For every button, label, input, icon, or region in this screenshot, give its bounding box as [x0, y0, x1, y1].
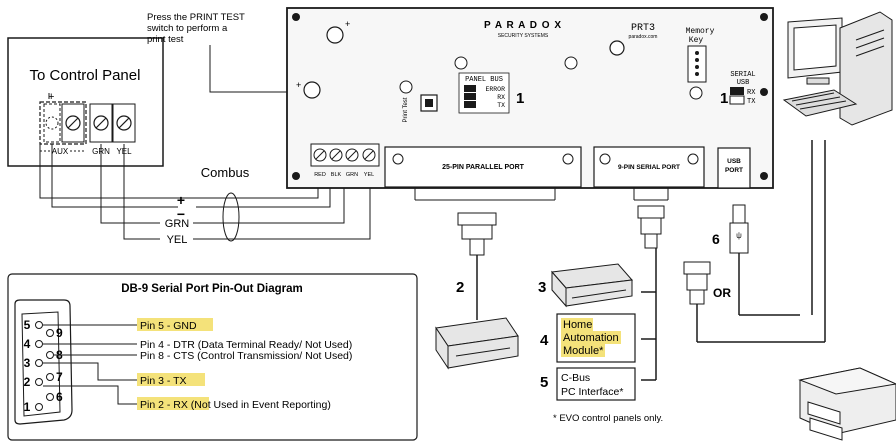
- brand-name: P A R A D O X: [484, 20, 562, 31]
- panel-bus-title: PANEL BUS: [465, 76, 503, 84]
- terminal-red: RED: [314, 172, 326, 178]
- serial-rx-label: RX: [747, 89, 756, 97]
- callout-6: 6: [712, 231, 720, 247]
- ham-line-3: Module*: [563, 345, 604, 357]
- db9-pin-2: 2: [24, 375, 31, 389]
- pin-2-note: (Not Used in Event Reporting): [188, 399, 331, 411]
- cbus-interface: C-Bus PC Interface*: [556, 367, 636, 401]
- combus-terminal-block: [310, 143, 380, 167]
- combus-minus: −: [177, 206, 185, 222]
- callout-1-panel-bus: 1: [516, 90, 524, 107]
- db9-pin-5: 5: [24, 318, 31, 332]
- note-line-2: switch to perform a: [147, 23, 228, 34]
- parallel-cable: [414, 188, 556, 320]
- callout-1-serial: 1: [720, 90, 728, 107]
- usb-port-label-1: USB: [727, 158, 741, 165]
- db9-pin-3: 3: [24, 356, 31, 370]
- combus-plus: +: [177, 192, 185, 208]
- ham-line-2: Automation: [563, 332, 619, 344]
- db9-pin-1: 1: [24, 400, 31, 414]
- aux-label: AUX: [52, 147, 69, 156]
- prt3-board: + + P A R A D O X SECURITY SYSTEMS PRT3 …: [286, 7, 774, 189]
- callout-2: 2: [456, 279, 464, 296]
- callout-4: 4: [540, 332, 549, 349]
- db9-pin-4: 4: [24, 337, 31, 351]
- ham-line-1: Home: [563, 319, 592, 331]
- pin3-highlight: [137, 373, 205, 386]
- printer-2: [435, 317, 519, 370]
- cbus-line-1: C-Bus: [561, 372, 590, 384]
- pin-2-name: Pin 2 - RX: [140, 399, 188, 411]
- panel-bus-error: ERROR: [485, 86, 505, 93]
- svg-text:+: +: [296, 80, 301, 90]
- cbus-line-2: PC Interface*: [561, 386, 623, 398]
- home-automation-module: Home Automation Module*: [556, 313, 636, 363]
- pin-8-desc: Pin 8 - CTS (Control Transmission/ Not U…: [140, 350, 352, 362]
- combus-grn-label: GRN: [165, 218, 190, 230]
- db9-pin-9: 9: [56, 326, 63, 340]
- memory-key-label-1: Memory: [686, 27, 715, 36]
- usb-port-label-2: PORT: [725, 167, 743, 174]
- db9-connector: [14, 299, 73, 425]
- serial-cable: [633, 188, 669, 381]
- print-test-button[interactable]: [420, 94, 438, 112]
- pin-3-desc: Pin 3 - TX: [140, 375, 187, 387]
- printer-usb: [798, 367, 896, 441]
- pinout-title: DB-9 Serial Port Pin-Out Diagram: [121, 283, 302, 295]
- serial-usb-label-2: USB: [737, 79, 750, 87]
- db9-pin-6: 6: [56, 390, 63, 404]
- control-panel-title: To Control Panel: [30, 67, 141, 84]
- parallel-port-label: 25-PIN PARALLEL PORT: [442, 164, 525, 171]
- evo-footnote: * EVO control panels only.: [553, 413, 663, 424]
- panel-bus-rx: RX: [497, 94, 505, 101]
- or-label: OR: [713, 286, 731, 300]
- combus-yel-label: YEL: [167, 234, 188, 246]
- note-line-3: print test: [147, 34, 184, 45]
- terminal-yel: YEL: [364, 172, 374, 178]
- print-test-label: Print Test: [403, 97, 409, 122]
- brand-sub: SECURITY SYSTEMS: [498, 33, 549, 39]
- serial-tx-label: TX: [747, 98, 756, 106]
- parallel-port[interactable]: 25-PIN PARALLEL PORT: [384, 146, 582, 188]
- memory-key-connector: [687, 45, 707, 83]
- serial-usb-jumper: [729, 87, 745, 105]
- model-name: PRT3: [631, 23, 655, 34]
- control-panel: To Control Panel + AUX GRN YEL: [7, 37, 164, 167]
- pin-4-desc: Pin 4 - DTR (Data Terminal Ready/ Not Us…: [140, 339, 352, 351]
- callout-3: 3: [538, 279, 546, 296]
- usb-cable: ψ: [683, 204, 825, 343]
- db9-pin-7: 7: [56, 370, 63, 384]
- pin-2-desc: Pin 2 - RX (Not Used in Event Reporting): [140, 399, 331, 411]
- pin2-highlight: [137, 397, 209, 410]
- printer-3: [551, 263, 633, 308]
- combus-label: Combus: [201, 165, 250, 180]
- computer: [782, 11, 893, 342]
- control-panel-terminal-block: + AUX GRN YEL: [39, 91, 136, 156]
- memory-key-label-2: Key: [689, 36, 704, 45]
- model-sub: paradox.com: [629, 34, 658, 40]
- callout-5: 5: [540, 374, 548, 391]
- svg-text:ψ: ψ: [736, 231, 742, 240]
- serial-port-label: 9-PIN SERIAL PORT: [618, 164, 680, 171]
- pinout-panel: DB-9 Serial Port Pin-Out Diagram 5 4 3 2…: [7, 273, 418, 441]
- usb-port[interactable]: USB PORT: [717, 147, 751, 189]
- pin-5-desc: Pin 5 - GND: [140, 320, 197, 332]
- note-line-1: Press the PRINT TEST: [147, 12, 245, 23]
- panel-bus-leds: PANEL BUS ERROR RX TX: [458, 72, 510, 114]
- pin5-highlight: [137, 318, 213, 331]
- svg-text:+: +: [345, 19, 350, 29]
- panel-bus-tx: TX: [497, 102, 505, 109]
- serial-usb-label-1: SERIAL: [730, 71, 755, 79]
- terminal-blk: BLK: [331, 172, 342, 178]
- svg-text:+: +: [48, 91, 54, 103]
- terminal-grn: GRN: [346, 172, 358, 178]
- serial-port[interactable]: 9-PIN SERIAL PORT: [593, 146, 705, 188]
